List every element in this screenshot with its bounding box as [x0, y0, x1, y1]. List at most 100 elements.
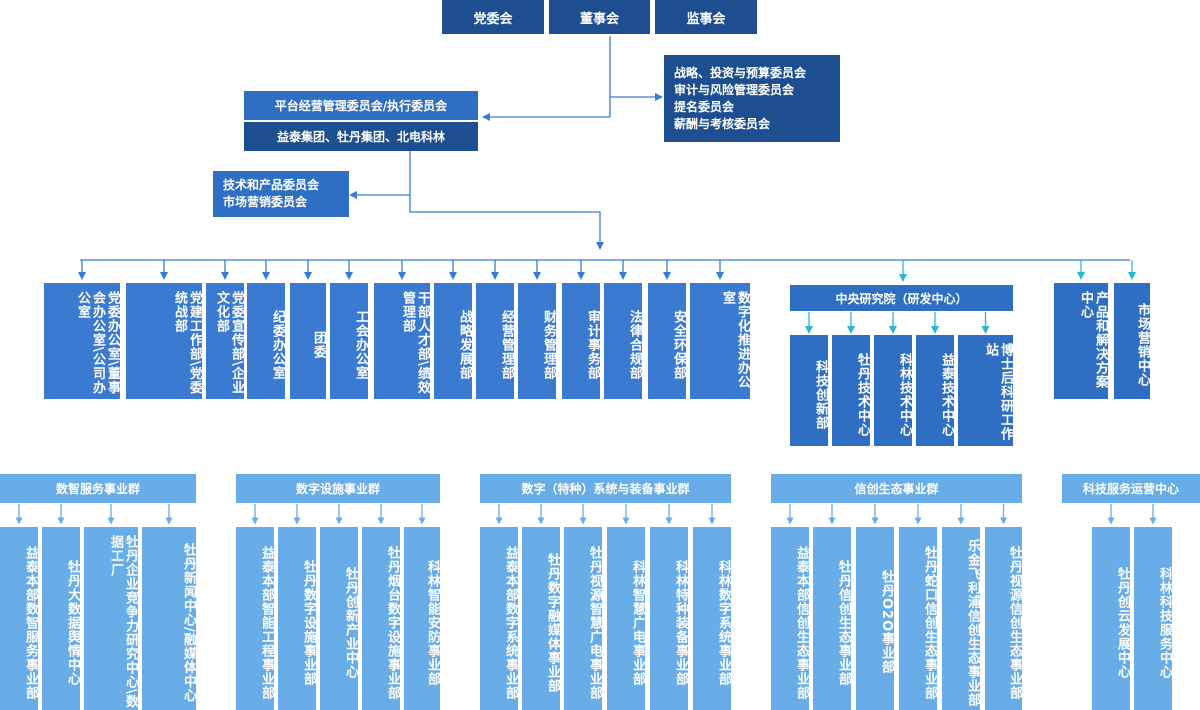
business-unit-box-label: 牡丹蛇口信创生态事业部: [922, 545, 937, 700]
party-committee-label: 党委会: [473, 11, 513, 27]
business-unit-box: 益泰本部数字系统事业部: [480, 527, 518, 710]
department-box: 安全环保部: [648, 283, 686, 399]
business-unit-box: 牡丹视源信创生态事业部: [985, 527, 1022, 710]
board-committees-box: 战略、投资与预算委员会 审计与风险管理委员会 提名委员会 薪酬与考核委员会: [664, 55, 840, 142]
board-label: 董事会: [579, 11, 619, 27]
platform-groups-box: 益泰集团、牡丹集团、北电科林: [244, 122, 478, 151]
board-committee-item: 战略、投资与预算委员会: [674, 65, 807, 80]
department-box-label: 工会办公室: [353, 310, 368, 380]
business-group-title: 数字设施事业群: [295, 482, 380, 496]
research-title-label: 中央研究院（研发中心）: [835, 291, 968, 306]
research-unit-box: 牡丹技术中心: [832, 335, 870, 446]
board-box: 董事会: [549, 0, 650, 34]
business-unit-box: 牡丹烟台数字设施事业部: [362, 527, 400, 710]
business-unit-box-label: 牡丹视源智慧广电事业部: [587, 545, 602, 700]
business-unit-box-label: 科林数字系统事业部: [716, 559, 731, 686]
business-unit-box-label: 科林特种装备事业部: [673, 559, 688, 686]
solution-center-box-label: 市场营销中心: [1135, 303, 1150, 387]
business-unit-box: 益泰本部信创生态事业部: [771, 527, 809, 710]
department-box: 工会办公室: [330, 283, 368, 399]
research-unit-box-label: 益泰技术中心: [939, 352, 954, 437]
board-committee-item: 提名委员会: [674, 99, 735, 114]
department-box-label: 法律合规部: [627, 310, 642, 380]
department-box-label: 党建工作部\党委统战部: [172, 291, 202, 395]
department-box-label: 数字化推进办公室: [720, 291, 750, 389]
board-committee-item: 薪酬与考核委员会: [674, 116, 771, 131]
tech-committee-item: 市场营销委员会: [223, 195, 308, 209]
business-unit-box-label: 益泰本部智能工程事业部: [259, 545, 274, 700]
business-unit-box: 牡丹数字设施事业部: [278, 527, 316, 710]
business-group-header: 信创生态事业群: [771, 474, 1022, 503]
business-unit-box-label: 牡丹信创生态事业部: [836, 559, 851, 686]
business-unit-box: 牡丹O2O事业部: [856, 527, 894, 710]
business-group-header: 数字（特种）系统与装备事业群: [480, 474, 731, 503]
department-box-label: 审计事务部: [585, 310, 600, 380]
department-box-label: 经营管理部: [499, 310, 514, 380]
business-group-title: 数智服务事业群: [55, 482, 140, 496]
research-unit-box: 博士后科研工作站: [958, 335, 1013, 446]
business-unit-box: 乐金飞利浦信创生态事业部: [942, 527, 980, 710]
business-unit-box: 科林科技服务中心: [1134, 527, 1172, 710]
supervisors-box: 监事会: [655, 0, 757, 34]
department-box: 党委宣传部\企业文化部: [206, 283, 244, 399]
business-unit-box-label: 科林智慧广电事业部: [630, 559, 645, 686]
business-unit-box-label: 益泰本部信创生态事业部: [794, 545, 809, 700]
business-group-header: 数智服务事业群: [0, 474, 196, 503]
research-unit-box-label: 博士后科研工作站: [983, 343, 1013, 441]
business-unit-box: 牡丹信创生态事业部: [813, 527, 851, 710]
business-unit-box-label: 牡丹视源信创生态事业部: [1007, 545, 1022, 700]
research-unit-box: 科林技术中心: [874, 335, 912, 446]
business-unit-box-label: 科林科技服务中心: [1157, 566, 1172, 679]
department-box-label: 党委办公室\董事会办公室\公司办公室: [75, 291, 120, 395]
business-unit-box-label: 牡丹烟台数字设施事业部: [385, 545, 400, 700]
department-box-label: 战略发展部: [457, 310, 472, 380]
business-unit-box: 牡丹数字融媒体事业部: [522, 527, 560, 710]
business-unit-box-label: 益泰本部数字系统事业部: [503, 545, 518, 700]
board-committee-item: 审计与风险管理委员会: [674, 82, 795, 97]
business-unit-box-label: 科林智能安防事业部: [425, 559, 440, 686]
business-unit-box: 牡丹蛇口信创生态事业部: [899, 527, 937, 710]
department-box: 党委办公室\董事会办公室\公司办公室: [44, 283, 120, 399]
solution-center-box: 市场营销中心: [1114, 283, 1150, 399]
business-unit-box-label: 牡丹创云发展中心: [1115, 566, 1130, 679]
business-unit-box: 科林数字系统事业部: [693, 527, 731, 710]
department-box-label: 团委: [311, 331, 326, 359]
department-box-label: 党委宣传部\企业文化部: [214, 291, 244, 395]
solution-center-box: 产品和解决方案中心: [1054, 283, 1108, 399]
business-unit-box-label: 牡丹大数据舆情中心: [65, 559, 80, 686]
research-unit-box: 益泰技术中心: [916, 335, 954, 446]
department-box: 财务管理部: [518, 283, 556, 399]
research-unit-box-label: 科技创新部: [813, 359, 828, 430]
business-unit-box: 牡丹视源智慧广电事业部: [564, 527, 602, 710]
business-unit-box-label: 牡丹数字设施事业部: [301, 559, 316, 686]
platform-title-box: 平台经营管理委员会/执行委员会: [244, 91, 478, 120]
department-box: 经营管理部: [476, 283, 514, 399]
department-box-label: 干部人才部\绩效管理部: [400, 291, 430, 395]
business-unit-box: 益泰本部数智服务事业部: [0, 527, 38, 710]
tech-committee-item: 技术和产品委员会: [223, 178, 320, 192]
solution-center-box-label: 产品和解决方案中心: [1078, 291, 1108, 389]
business-group-title: 科技服务运营中心: [1082, 482, 1179, 496]
department-box-label: 财务管理部: [541, 310, 556, 380]
department-box: 法律合规部: [604, 283, 642, 399]
tech-committees-box: 技术和产品委员会 市场营销委员会: [213, 171, 349, 217]
department-box: 数字化推进办公室: [690, 283, 750, 399]
business-unit-box: 益泰本部智能工程事业部: [236, 527, 274, 710]
platform-title-label: 平台经营管理委员会/执行委员会: [274, 99, 448, 113]
department-box: 团委: [290, 283, 326, 399]
business-unit-box: 牡丹新闻中心/融媒体中心: [142, 527, 196, 710]
connector-platform-down: [409, 150, 604, 250]
business-unit-box-label: 益泰本部数智服务事业部: [23, 545, 38, 700]
department-box: 纪委办公室: [247, 283, 285, 399]
business-unit-box-label: 牡丹新闻中心/融媒体中心: [181, 542, 196, 703]
department-box-label: 纪委办公室: [270, 310, 285, 380]
department-box: 审计事务部: [562, 283, 600, 399]
business-unit-box: 牡丹创新产业中心: [320, 527, 358, 710]
supervisors-label: 监事会: [686, 11, 726, 27]
research-unit-box-label: 科林技术中心: [897, 352, 912, 437]
department-box: 战略发展部: [434, 283, 472, 399]
research-unit-box-label: 牡丹技术中心: [855, 352, 870, 437]
business-unit-box: 科林智能安防事业部: [404, 527, 440, 710]
